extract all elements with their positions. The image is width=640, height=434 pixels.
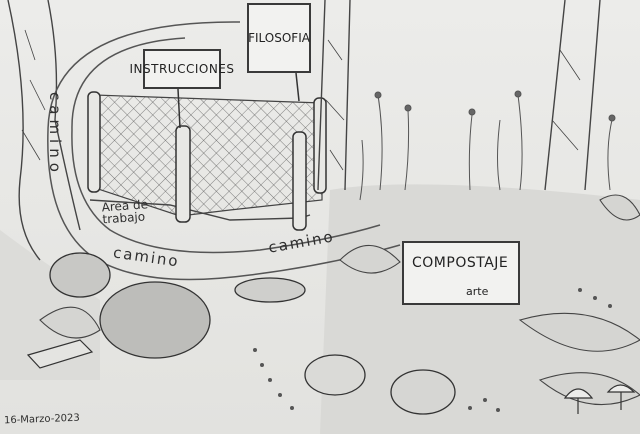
dotted-vines: [253, 288, 612, 412]
path-curves: [47, 21, 401, 281]
compostaje-title: COMPOSTAJE: [412, 255, 509, 271]
sign-filosofia: FILOSOFIA: [247, 3, 311, 73]
fence-posts: [87, 91, 327, 231]
background-shading: [0, 184, 640, 434]
left-tree: [7, 0, 81, 261]
grass-stems: [359, 90, 616, 201]
center-tree: [317, 0, 351, 191]
label-camino-vertical: camino: [46, 92, 64, 177]
compostaje-subtitle: arte: [466, 285, 489, 298]
sign-compostaje: COMPOSTAJE arte: [402, 241, 520, 305]
sign-posts: [177, 72, 300, 129]
right-tree: [544, 0, 601, 191]
sign-instrucciones: INSTRUCCIONES: [130, 49, 234, 89]
label-area-de-trabajo: Area de trabajo: [101, 197, 149, 227]
foreground-leaves: [39, 194, 640, 406]
rocks: [49, 252, 456, 415]
box: [26, 339, 94, 369]
mushrooms: [563, 384, 636, 414]
